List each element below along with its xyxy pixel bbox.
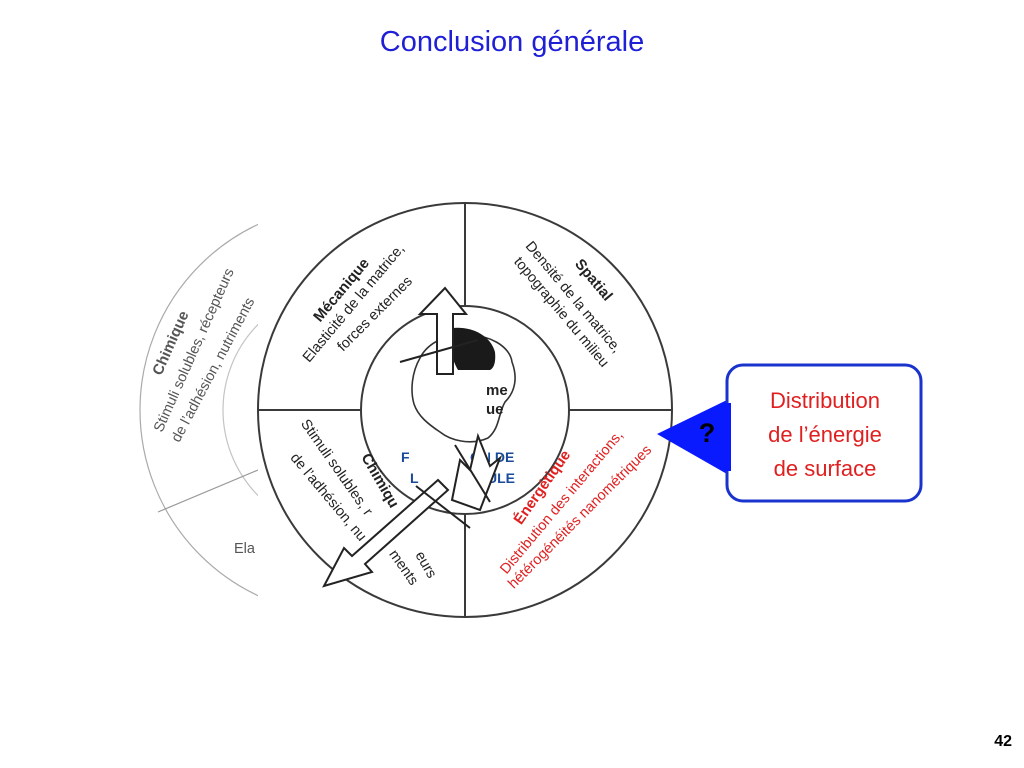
page-number: 42	[994, 733, 1012, 750]
back-ela-text: Ela	[234, 541, 256, 557]
center-label-line1a: F	[401, 449, 410, 465]
arrow-up	[399, 286, 479, 375]
center-top-line2: ue	[486, 401, 504, 418]
arrow-center	[450, 432, 503, 512]
arrow-down-left-bar	[415, 485, 471, 529]
arrow-up-shape	[417, 286, 469, 375]
callout-line2: de l’énergie	[768, 422, 882, 447]
back-wheel-divider	[157, 469, 258, 513]
slide-title: Conclusion générale	[379, 26, 645, 58]
callout-line1: Distribution	[770, 388, 880, 413]
callout-question-mark: ?	[699, 418, 716, 448]
arrow-up-bar	[399, 339, 479, 363]
energy-callout: ? Distribution de l’énergie de surface	[657, 363, 923, 503]
callout-pointer-joint	[722, 403, 731, 471]
front-wheel: Mécanique Elasticité de la matrice, forc…	[257, 202, 673, 618]
cell-nucleus	[450, 327, 496, 370]
center-label-line2a: L	[410, 470, 419, 486]
arrow-down-left-shape	[322, 478, 450, 588]
back-wheel-inner-ring	[222, 323, 258, 497]
arrow-down-left	[322, 478, 471, 588]
center-top-line1: me	[486, 382, 508, 399]
callout-pointer	[657, 400, 727, 474]
callout-line3: de surface	[774, 456, 877, 481]
arrow-center-shape	[450, 432, 503, 512]
back-wheel-outer-ring	[139, 223, 258, 597]
arrow-center-bar	[454, 444, 491, 503]
